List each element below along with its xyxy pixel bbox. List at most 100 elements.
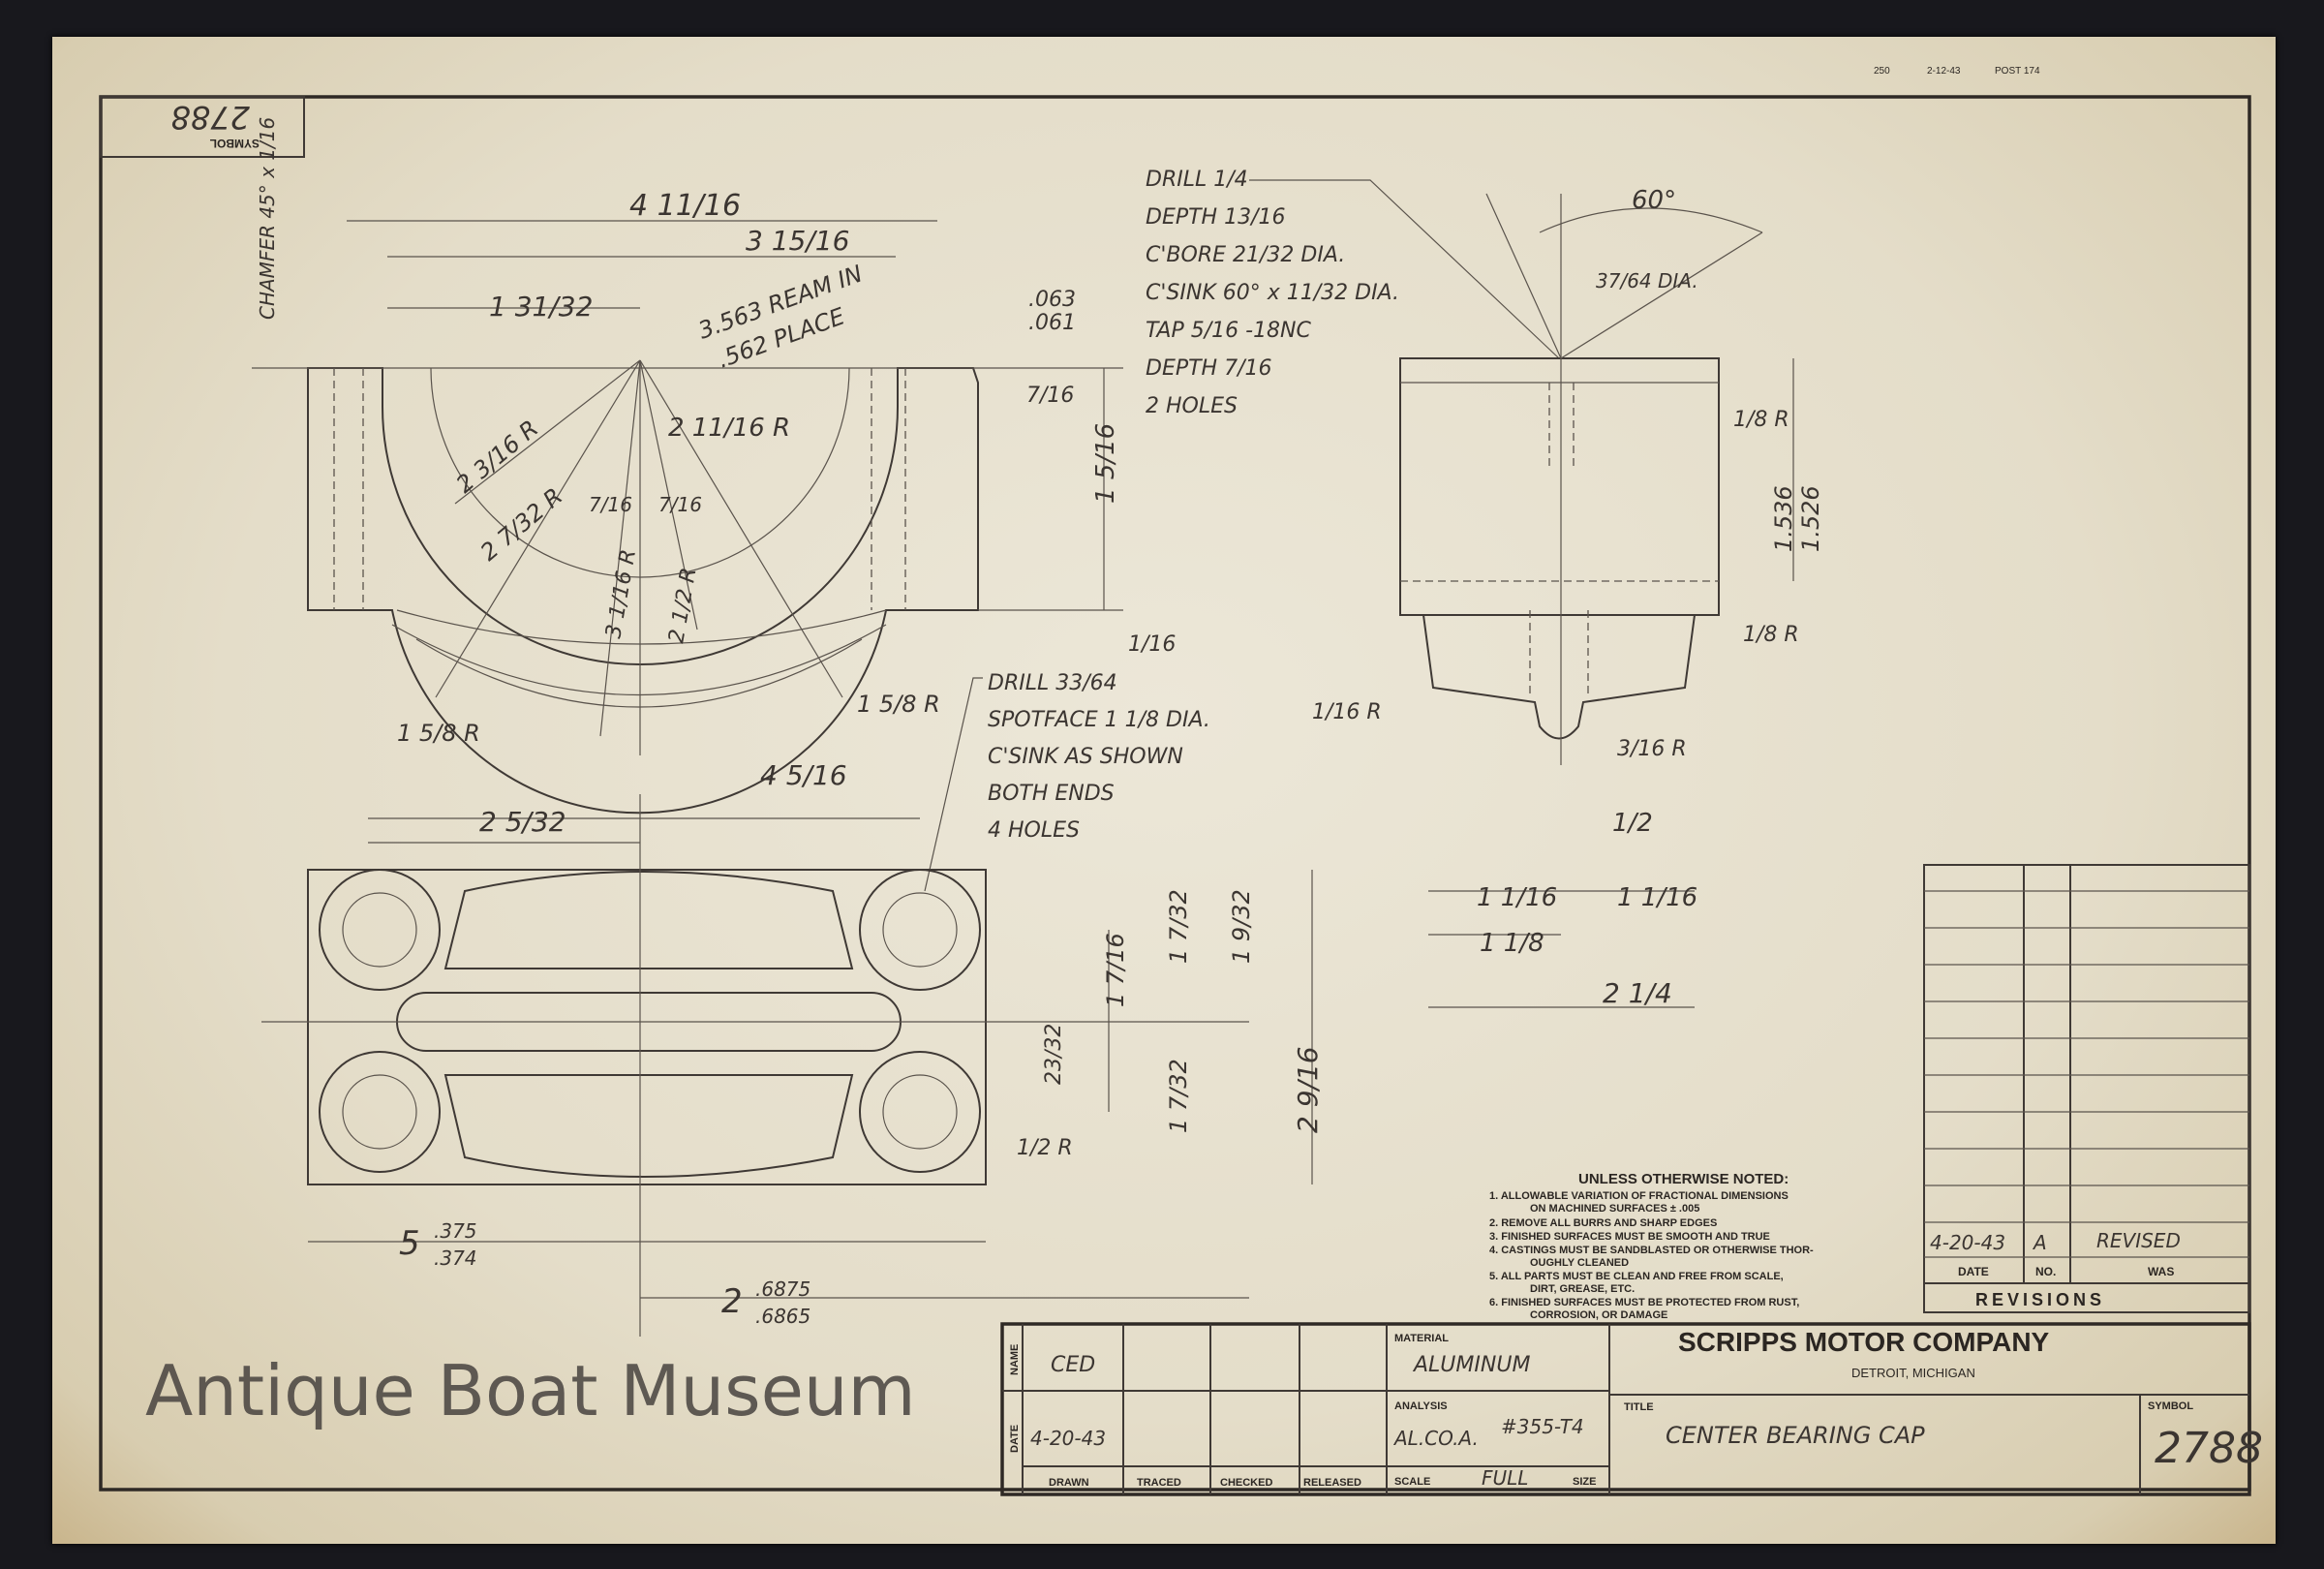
corner-symbol-label: SYMBOL [210,137,260,150]
dim-bolt-spacing: 3 15/16 [746,225,849,257]
dim-inner: 1 7/16 [1102,933,1129,1007]
stamp: 250 2-12-43 POST 174 [1874,66,2040,77]
revision-date: 4-20-43 [1930,1231,2005,1254]
note-line: DEPTH 7/16 [1146,356,1272,381]
scale-label: SCALE [1394,1476,1430,1488]
drawing-border [99,95,2251,1492]
role-released: RELEASED [1303,1477,1361,1489]
front-view [252,220,1123,815]
corner-symbol-box: SYMBOL 2788 [100,96,305,158]
analysis-value: AL.CO.A. [1392,1427,1479,1450]
note-line: DRILL 33/64 [988,671,1117,695]
revisions-header-date: DATE [1958,1265,1989,1278]
notes-heading: UNLESS OTHERWISE NOTED: [1578,1171,1789,1187]
dim-corner-radius: 1/2 R [1017,1136,1073,1160]
dim-radius-left: 1 5/8 R [397,720,480,747]
note-item: CORROSION, OR DAMAGE [1530,1309,1667,1321]
dim-depth: 2 9/16 [1292,1046,1324,1133]
note-item: OUGHLY CLEANED [1530,1257,1629,1269]
note-line: 2 HOLES [1146,394,1238,418]
dim-length: 5 [399,1224,420,1263]
dim-groove-right: 7/16 [658,493,702,516]
role-drawn: DRAWN [1049,1477,1089,1489]
plan-view [261,794,1313,1337]
corner-symbol-value: 2788 [171,99,250,136]
side-view [1399,193,1794,1008]
dim-half-width: 1 31/32 [489,291,593,323]
note-line: BOTH ENDS [988,782,1115,806]
dim-upper2: 1 9/32 [1228,889,1255,964]
note-line: SPOTFACE 1 1/8 DIA. [988,708,1210,732]
dim-bore-tol2: .6865 [755,1305,810,1328]
revisions-header-was: WAS [2148,1265,2174,1278]
dim-groove-left: 7/16 [589,493,632,516]
dim-bore-center: 2 [721,1282,743,1321]
name-label: NAME [1009,1344,1021,1375]
company-location: DETROIT, MICHIGAN [1851,1366,1975,1380]
dim-height: 1 5/16 [1091,423,1120,504]
role-traced: TRACED [1137,1477,1181,1489]
title-block: NAME DATE CED 4-20-43 DRAWN TRACED CHECK… [1000,1322,2263,1496]
material-value: ALUMINUM [1412,1353,1530,1377]
dim-angle: 60° [1632,186,1676,215]
dim-hole-dia: 37/64 DIA. [1596,269,1698,292]
dim-bottom-step: 1/16 [1128,632,1176,657]
note-line: DRILL 1/4 [1146,168,1248,192]
drawn-date: 4-20-43 [1030,1427,1106,1450]
dim-lower: 1 7/32 [1165,1059,1192,1133]
dim-radius-mid: 1/8 R [1743,623,1799,647]
revisions-title: REVISIONS [1975,1290,2105,1309]
dim-radius-a: 2 3/16 R [451,415,543,498]
dim-radius-d: 2 1/2 R [664,566,701,645]
company-name: SCRIPPS MOTOR COMPANY [1678,1327,2050,1357]
note-line: 4 HOLES [988,818,1080,843]
note-item: 6. FINISHED SURFACES MUST BE PROTECTED F… [1489,1297,1799,1308]
side-view-dimensions: 60° 37/64 DIA. 1/8 R 1.536 1.526 1/8 R 1… [1312,186,1824,1009]
role-checked: CHECKED [1220,1477,1272,1489]
stamp-number: 250 [1874,66,1890,77]
scale-value: FULL [1482,1466,1528,1490]
analysis-code: #355-T4 [1501,1415,1584,1438]
dim-half-spacing: 2 5/32 [479,806,566,838]
dim-side-width: 2 1/4 [1603,977,1672,1009]
date-label: DATE [1009,1425,1021,1453]
note-line: TAP 5/16 -18NC [1146,319,1312,343]
dim-web: 1/2 [1612,809,1653,838]
drill-note-top: DRILL 1/4 DEPTH 13/16 C'BORE 21/32 DIA. … [1146,168,1560,418]
drawing-title: CENTER BEARING CAP [1666,1422,1925,1449]
dim-half-left: 1 1/16 [1477,883,1557,912]
dim-top-tol: .063 [1028,288,1076,312]
revision-no: A [2032,1231,2047,1254]
note-item: 4. CASTINGS MUST BE SANDBLASTED OR OTHER… [1489,1245,1814,1256]
dim-tap-depth: 7/16 [1026,384,1074,408]
note-item: 5. ALL PARTS MUST BE CLEAN AND FREE FROM… [1489,1271,1784,1282]
dim-radius-b: 2 7/32 R [475,482,567,566]
note-line: DEPTH 13/16 [1146,205,1285,230]
drawn-by-name: CED [1051,1353,1095,1377]
stamp-date: 2-12-43 [1927,66,1961,77]
dim-side-height2: 1.526 [1797,485,1824,552]
general-notes: UNLESS OTHERWISE NOTED: 1. ALLOWABLE VAR… [1489,1171,1814,1321]
dim-half-right: 1 1/16 [1617,883,1697,912]
dim-hole-spacing: 4 5/16 [760,759,847,791]
note-item: 1. ALLOWABLE VARIATION OF FRACTIONAL DIM… [1489,1190,1789,1202]
note-item: 2. REMOVE ALL BURRS AND SHARP EDGES [1489,1217,1717,1229]
dim-radius-left: 1/16 R [1312,700,1382,724]
note-item: DIRT, GREASE, ETC. [1530,1283,1635,1295]
drill-note-plan: DRILL 33/64 SPOTFACE 1 1/8 DIA. C'SINK A… [924,671,1210,892]
size-label: SIZE [1573,1476,1596,1488]
dim-radius-inner: 2 11/16 R [668,414,790,443]
dim-chamfer: CHAMFER 45° x 1/16 [256,117,279,320]
revisions-header-no: NO. [2035,1265,2056,1278]
dim-overall-width: 4 11/16 [629,189,741,223]
dim-radius-top: 1/8 R [1733,408,1789,432]
revision-was: REVISED [2096,1229,2181,1252]
title-label: TITLE [1624,1401,1654,1413]
stamp-post: POST 174 [1995,66,2040,77]
dim-radius-bottom: 3/16 R [1617,737,1687,761]
dim-radius-right: 1 5/8 R [857,691,940,718]
dim-upper: 1 7/32 [1165,889,1192,964]
note-line: C'SINK 60° x 11/32 DIA. [1146,281,1399,305]
note-item: 3. FINISHED SURFACES MUST BE SMOOTH AND … [1489,1231,1770,1243]
